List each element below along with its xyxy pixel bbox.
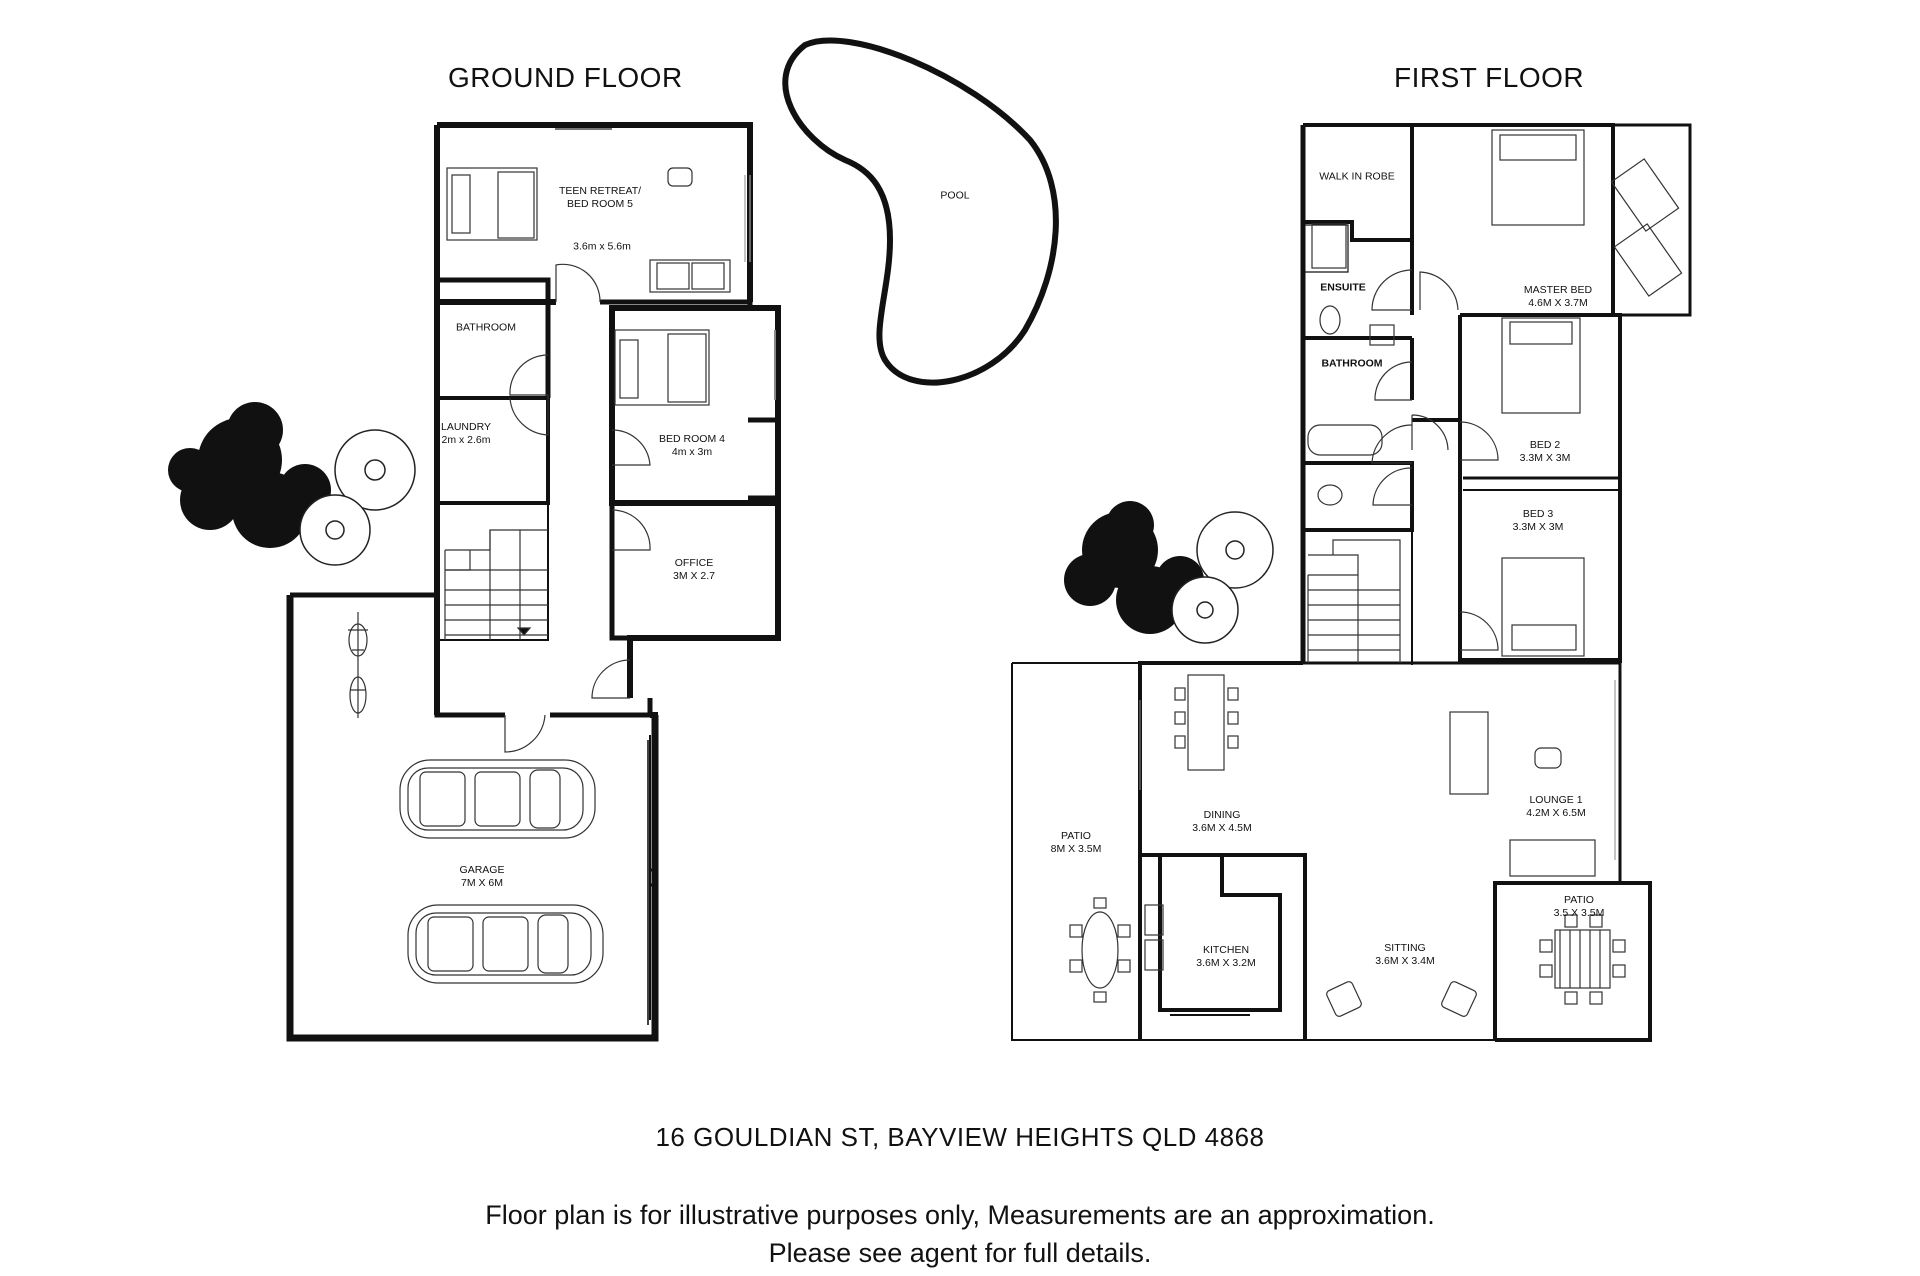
room-name: PATIO xyxy=(1061,830,1091,842)
room-laundry: LAUNDRY 2m x 2.6m xyxy=(441,421,491,447)
first-floor-walls xyxy=(1011,123,1692,1042)
ground-floor-doors xyxy=(504,263,651,753)
room-dining: DINING 3.6M X 4.5M xyxy=(1192,809,1252,835)
room-size: 7M X 6M xyxy=(460,877,503,889)
room-lounge: LOUNGE 1 4.2M X 6.5M xyxy=(1526,794,1586,820)
ground-furniture xyxy=(348,167,731,984)
room-teen-retreat: TEEN RETREAT/ BED ROOM 5 xyxy=(559,185,641,211)
first-furniture xyxy=(1069,129,1683,1017)
room-size: 3.6M X 4.5M xyxy=(1192,822,1252,834)
room-office: OFFICE 3M X 2.7 xyxy=(673,557,715,583)
room-size: 3.3M X 3M xyxy=(1512,521,1564,533)
room-name: SITTING xyxy=(1384,942,1426,954)
tree-cluster-right-light xyxy=(1171,511,1274,644)
room-name: KITCHEN xyxy=(1202,944,1250,956)
room-name: BED ROOM 5 xyxy=(567,198,633,210)
room-size: 3.5 X 3.5M xyxy=(1553,907,1605,919)
ground-floor-walls xyxy=(286,122,781,1042)
room-bed2: BED 2 3.3M X 3M xyxy=(1520,439,1571,465)
room-name: LOUNGE 1 xyxy=(1529,794,1583,806)
pool-label: POOL xyxy=(940,189,970,202)
room-first-bathroom: BATHROOM xyxy=(1321,357,1383,370)
room-size: 3.3M X 3M xyxy=(1519,452,1571,464)
room-size: 3.6m x 5.6m xyxy=(573,240,631,253)
room-name: BED ROOM 4 xyxy=(659,433,725,445)
pool-outline xyxy=(782,37,1059,386)
room-size: 3.6M X 3.4M xyxy=(1375,955,1435,967)
disclaimer-line-1: Floor plan is for illustrative purposes … xyxy=(485,1200,1435,1230)
room-size: 2m x 2.6m xyxy=(441,434,491,446)
room-patio-left: PATIO 8M X 3.5M xyxy=(1051,830,1102,856)
first-floor-doors xyxy=(1371,269,1499,651)
property-address: 16 GOULDIAN ST, BAYVIEW HEIGHTS QLD 4868 xyxy=(655,1122,1265,1152)
room-kitchen: KITCHEN 3.6M X 3.2M xyxy=(1196,944,1256,970)
room-size: 3.6M X 3.2M xyxy=(1196,957,1256,969)
disclaimer-line-2: Please see agent for full details. xyxy=(768,1238,1152,1268)
room-bed3: BED 3 3.3M X 3M xyxy=(1513,508,1564,534)
tree-cluster-left xyxy=(168,402,331,548)
room-walk-in-robe: WALK IN ROBE xyxy=(1319,170,1395,183)
room-ensuite: ENSUITE xyxy=(1320,281,1366,294)
room-size: 4.6M X 3.7M xyxy=(1528,297,1588,309)
first-floor-title: FIRST FLOOR xyxy=(1394,62,1585,93)
room-name: BED 2 xyxy=(1529,439,1561,451)
room-name: OFFICE xyxy=(674,557,714,569)
room-size: 8M X 3.5M xyxy=(1050,843,1102,855)
room-ground-bathroom: BATHROOM xyxy=(456,321,516,334)
room-patio-right: PATIO 3.5 X 3.5M xyxy=(1554,894,1605,920)
room-name: PATIO xyxy=(1564,894,1594,906)
room-name: MASTER BED xyxy=(1523,284,1593,296)
room-size: 3M X 2.7 xyxy=(672,570,716,582)
room-name: LAUNDRY xyxy=(441,421,491,433)
room-name: BED 3 xyxy=(1522,508,1554,520)
room-name: DINING xyxy=(1203,809,1241,821)
room-garage: GARAGE 7M X 6M xyxy=(460,864,505,890)
room-master-bed: MASTER BED 4.6M X 3.7M xyxy=(1524,284,1592,310)
ground-floor-title: GROUND FLOOR xyxy=(448,62,683,93)
room-name: TEEN RETREAT/ xyxy=(558,185,642,197)
tree-cluster-left-light xyxy=(299,429,416,566)
room-size: 4.2M X 6.5M xyxy=(1526,807,1586,819)
room-size: 4m x 3m xyxy=(671,446,713,458)
room-name: GARAGE xyxy=(459,864,505,876)
first-stairs xyxy=(1307,539,1401,663)
room-bed4: BED ROOM 4 4m x 3m xyxy=(659,433,725,459)
ground-stairs xyxy=(444,529,548,640)
room-sitting: SITTING 3.6M X 3.4M xyxy=(1375,942,1435,968)
